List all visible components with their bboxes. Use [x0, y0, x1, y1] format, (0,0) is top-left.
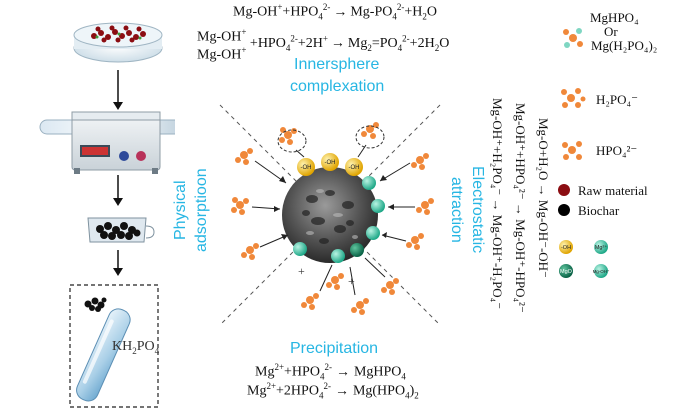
precipitation-equation-1: Mg2++HPO42-→MgHPO4: [255, 362, 406, 381]
hpo4-molecule-icon: [562, 141, 582, 160]
innersphere-equation-1: Mg-OH++HPO42-→Mg-PO42-+H2O: [233, 2, 437, 21]
adsorption-title: adsorptioon: [193, 148, 211, 272]
mghpo4-molecule-icon: [563, 28, 583, 48]
plus-sign: +: [348, 274, 355, 288]
electrostatic-equation-3: Mg-OH⁺+H₂PO₄⁻ → Mg-OH⁺-H₂PO₄⁻: [489, 98, 505, 309]
legend-h2po4: H₂PO₄⁻: [596, 92, 638, 108]
magnesium-oxide-icon: [350, 243, 364, 257]
biochar-pile-icon: [85, 298, 107, 313]
plus-sign: +: [298, 264, 305, 278]
legend-hpo4: HPO₄²⁻: [596, 143, 637, 159]
oh-label: -OH: [301, 165, 312, 171]
oh-label: -OH: [349, 165, 360, 171]
mgoh-legend-label: Mg-OH⁺: [593, 269, 610, 274]
innersphere-title: Innersphere: [294, 56, 379, 74]
kh2po4-label: KH2PO4: [112, 339, 159, 356]
mechanism-scheme: -OH -OH -OH: [210, 95, 450, 335]
electrostatic-title: Electrostatic: [468, 140, 486, 280]
legend-biochar: Biochar: [578, 203, 619, 219]
oh-label: -OH: [325, 160, 336, 166]
legend-mgh2po4: Mg(H₂PO₄)₂: [591, 38, 657, 54]
precipitation-equation-2: Mg2++2HPO42-→Mg(HPO4)2: [247, 381, 419, 400]
oh-legend-label: -OH: [561, 245, 571, 251]
biochar-dot-icon: [558, 204, 570, 216]
physical-title: Physical: [172, 150, 190, 270]
petri-dish-icon: [74, 23, 162, 62]
precipitation-title: Precipitation: [290, 340, 378, 358]
electrostatic-equation-2: Mg-OH⁺+HPO₄²⁻ → Mg-OH⁺-HPO₄²⁻: [512, 103, 528, 313]
complexation-title: complexation: [290, 78, 384, 96]
mgo-legend-label: MgO: [560, 269, 573, 275]
biochar-boat-icon: [88, 218, 154, 242]
h2po4-molecule-icon: [561, 88, 586, 108]
raw-material-dot-icon: [558, 184, 570, 196]
tube-furnace-icon: [40, 112, 175, 174]
mg-legend-label: Mg²⁺: [595, 244, 607, 251]
legend-raw-material: Raw material: [578, 183, 648, 199]
